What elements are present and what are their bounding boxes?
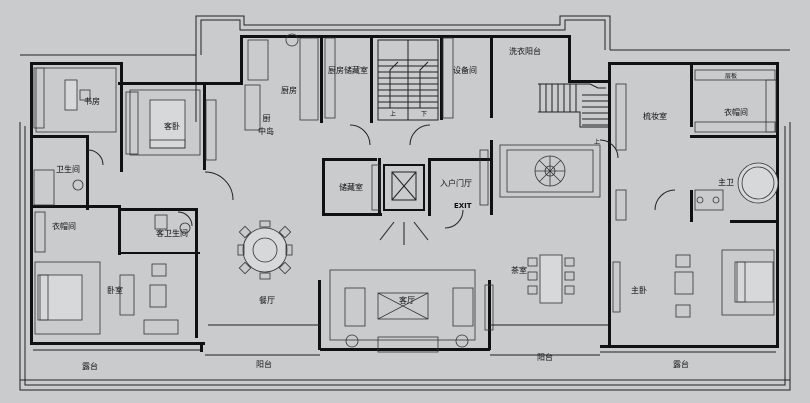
room-label-kitchen-island-prefix: 厨 [262, 114, 271, 123]
cabinets [324, 37, 494, 331]
door-swings [87, 124, 676, 229]
room-label-balcony-right: 阳台 [537, 353, 553, 362]
room-label-tea: 茶室 [511, 266, 527, 275]
living-furniture [329, 269, 476, 353]
room-label-master-bedroom: 主卧 [631, 286, 647, 295]
master-bed [612, 249, 775, 318]
room-label-kitchen-storage: 厨房储藏室 [328, 66, 368, 75]
room-label-master-bath: 主卫 [718, 178, 734, 187]
room-label-bedroom: 卧室 [107, 286, 123, 295]
foyer-carpet [499, 144, 601, 198]
room-label-balcony-left: 阳台 [256, 360, 272, 369]
kitchen-fixtures [244, 33, 319, 131]
side-stair [538, 83, 608, 128]
balcony-lines [33, 324, 776, 356]
room-label-living: 客厅 [399, 296, 415, 305]
guest-bed [125, 89, 217, 161]
master-bath-fixtures [694, 162, 779, 211]
room-label-shelf: 层板 [725, 73, 738, 80]
entrance-rays [379, 221, 429, 245]
stair-label-down: 下 [421, 111, 428, 118]
room-label-dining: 餐厅 [259, 296, 275, 305]
elevator [383, 164, 425, 211]
stair-label-up: 上 [390, 111, 397, 118]
room-label-foyer: 入户门厅 [440, 179, 472, 188]
dining-table [237, 220, 293, 280]
room-label-wardrobe-right: 衣帽间 [724, 108, 748, 117]
room-label-terrace-right: 露台 [673, 360, 689, 369]
room-label-exit: EXIT [454, 202, 472, 210]
terrace-outline [19, 15, 791, 391]
room-label-terrace-left: 露台 [82, 362, 98, 371]
room-label-equipment: 设备间 [453, 66, 477, 75]
left-bed [34, 261, 179, 335]
wardrobe-right [615, 69, 777, 221]
main-stair [377, 39, 439, 121]
left-bath-fixtures [33, 169, 191, 253]
room-label-kitchen: 厨房 [281, 86, 297, 95]
room-label-guest-room: 客卧 [164, 122, 180, 131]
stair-label-up-right: 上 [594, 139, 601, 146]
tea-table [527, 254, 575, 304]
room-label-wardrobe-left: 衣帽间 [52, 222, 76, 231]
room-label-laundry: 洗衣阳台 [509, 47, 541, 56]
room-label-kitchen-island: 中岛 [258, 127, 274, 136]
room-label-study: 书房 [84, 97, 100, 106]
room-label-storage: 储藏室 [339, 183, 363, 192]
room-label-makeup: 梳妆室 [643, 112, 667, 121]
study-desk [33, 67, 117, 133]
room-label-bathroom: 卫生间 [56, 165, 80, 174]
interior-walls [33, 38, 778, 346]
room-label-guest-bath: 客卫生间 [156, 229, 188, 238]
